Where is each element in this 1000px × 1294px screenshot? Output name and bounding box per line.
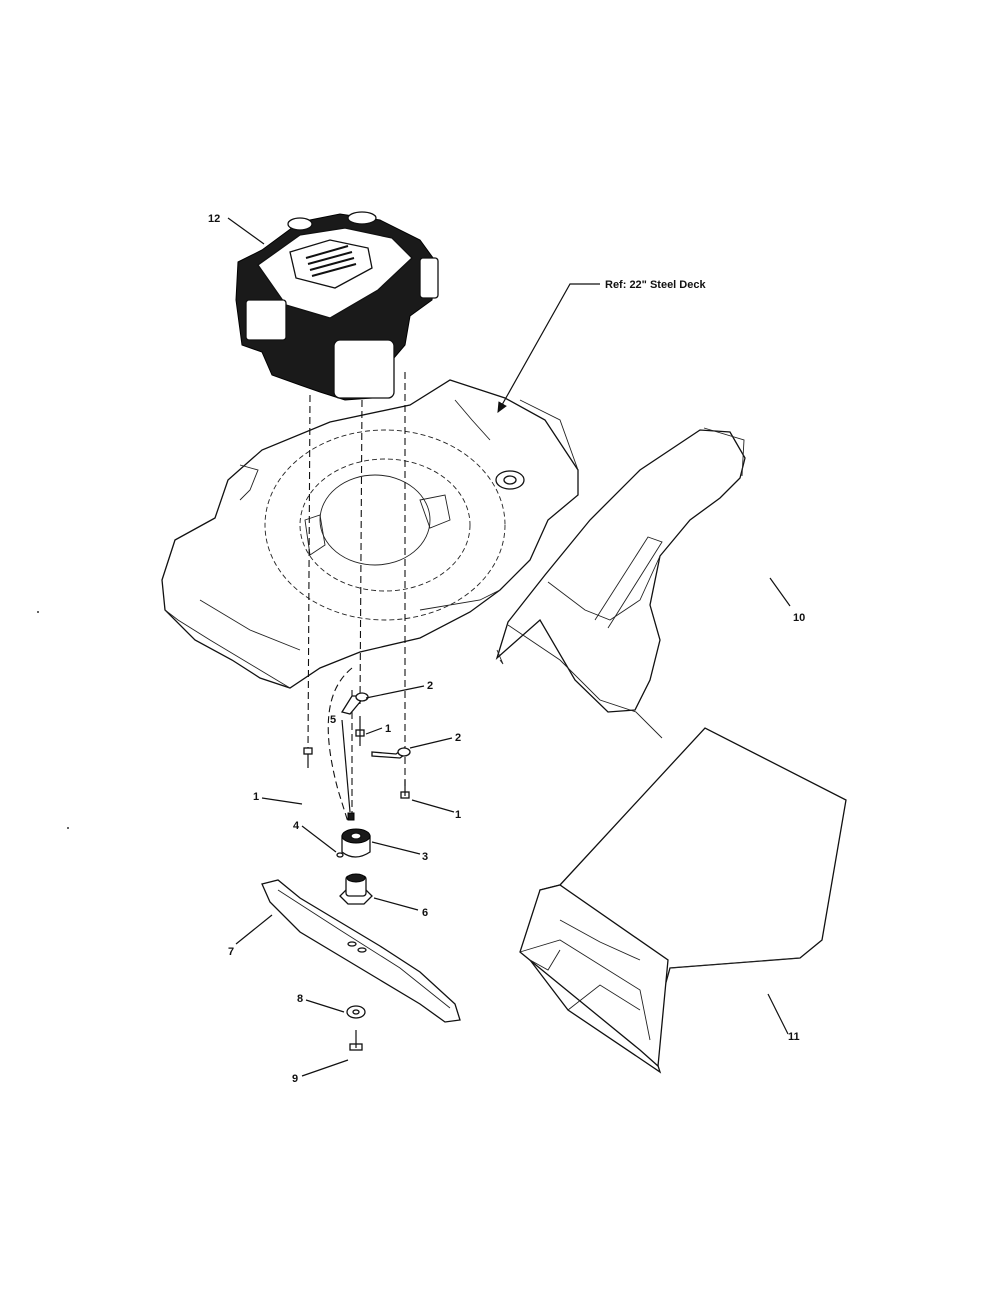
callout-6: 6 (422, 907, 428, 919)
grass-bag (519, 727, 847, 1074)
bolt-center (355, 716, 365, 746)
leader-lines (227, 217, 791, 1077)
stray-dot (67, 827, 69, 829)
callout-7: 7 (228, 946, 234, 958)
callout-8: 8 (297, 993, 303, 1005)
callout-11: 11 (788, 1031, 800, 1043)
blade-adapter-hub (341, 828, 371, 858)
callout-12: 12 (208, 213, 220, 225)
bolt-left (303, 747, 313, 768)
blade-adapter (339, 873, 373, 905)
callout-4: 4 (293, 820, 300, 832)
callout-2-bottom: 2 (455, 732, 461, 744)
mower-deck (161, 379, 579, 689)
hardware (261, 692, 461, 1051)
stray-dot (37, 611, 39, 613)
bag-frame (495, 427, 746, 739)
callout-2-top: 2 (427, 680, 433, 692)
callout-1-center: 1 (385, 723, 391, 735)
callout-1-left: 1 (253, 791, 259, 803)
callout-5: 5 (330, 714, 336, 726)
assembly-lines (307, 372, 406, 823)
callout-10: 10 (793, 612, 805, 624)
bolt-right (400, 780, 410, 799)
reference-label: Ref: 22" Steel Deck (605, 279, 706, 291)
engine (235, 211, 439, 401)
callout-1-right: 1 (455, 809, 461, 821)
labels: Ref: 22" Steel Deck 12 1 1 1 2 2 5 4 3 6… (208, 213, 805, 1085)
callout-3: 3 (422, 851, 428, 863)
callout-9: 9 (292, 1073, 298, 1085)
